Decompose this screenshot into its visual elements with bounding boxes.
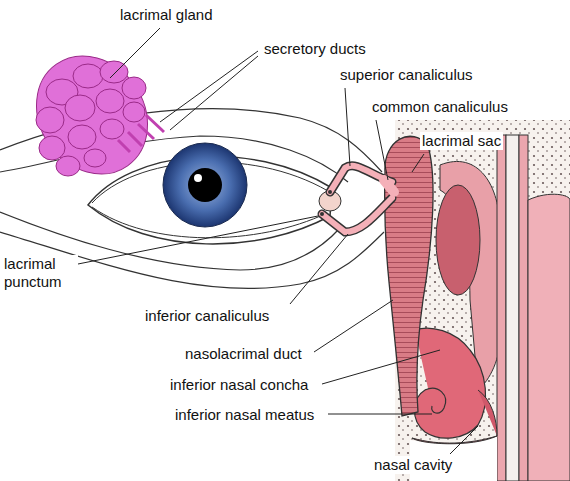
septum — [506, 135, 519, 481]
eye-highlight — [194, 174, 202, 182]
nasal-cavity-wall — [528, 194, 570, 481]
eye-opening — [88, 156, 332, 244]
lacrimal-gland — [14, 34, 170, 195]
label-slot: nasal cavity — [372, 456, 454, 474]
meatus — [412, 390, 497, 444]
label-slot: lacrimal punctum — [2, 255, 78, 291]
canaliculus — [322, 166, 394, 232]
part-label: common canaliculus — [370, 98, 510, 116]
part-label: inferior nasal meatus — [173, 406, 316, 424]
label-slot: nasolacrimal duct — [183, 345, 304, 363]
part-label: secretory ducts — [262, 40, 368, 58]
part-label: inferior nasal concha — [168, 376, 310, 394]
part-label: lacrimal punctum — [2, 255, 78, 291]
caruncle — [319, 191, 341, 211]
label-slot: inferior canaliculus — [143, 307, 271, 325]
part-label: inferior canaliculus — [143, 307, 271, 325]
label-slot: lacrimal gland — [118, 6, 215, 24]
pupil — [188, 168, 222, 202]
label-slot: secretory ducts — [262, 40, 368, 58]
secretory-duct — [118, 115, 164, 152]
label-slot: superior canaliculus — [338, 66, 475, 84]
part-label: lacrimal sac — [420, 132, 503, 150]
septum-mucosa — [519, 135, 528, 481]
septum-mucosa — [497, 135, 506, 481]
concha — [414, 328, 485, 438]
label-slot: inferior nasal meatus — [173, 406, 316, 424]
label-slot: lacrimal sac — [420, 132, 503, 150]
part-label: lacrimal gland — [118, 6, 215, 24]
label-slot: inferior nasal concha — [168, 376, 310, 394]
iris — [163, 143, 247, 227]
part-label: superior canaliculus — [338, 66, 475, 84]
part-label: nasolacrimal duct — [183, 345, 304, 363]
part-label: nasal cavity — [372, 456, 454, 474]
punctum — [320, 212, 324, 216]
label-slot: common canaliculus — [370, 98, 510, 116]
leader-line — [68, 28, 478, 454]
sinus — [436, 185, 480, 295]
punctum — [328, 190, 332, 194]
